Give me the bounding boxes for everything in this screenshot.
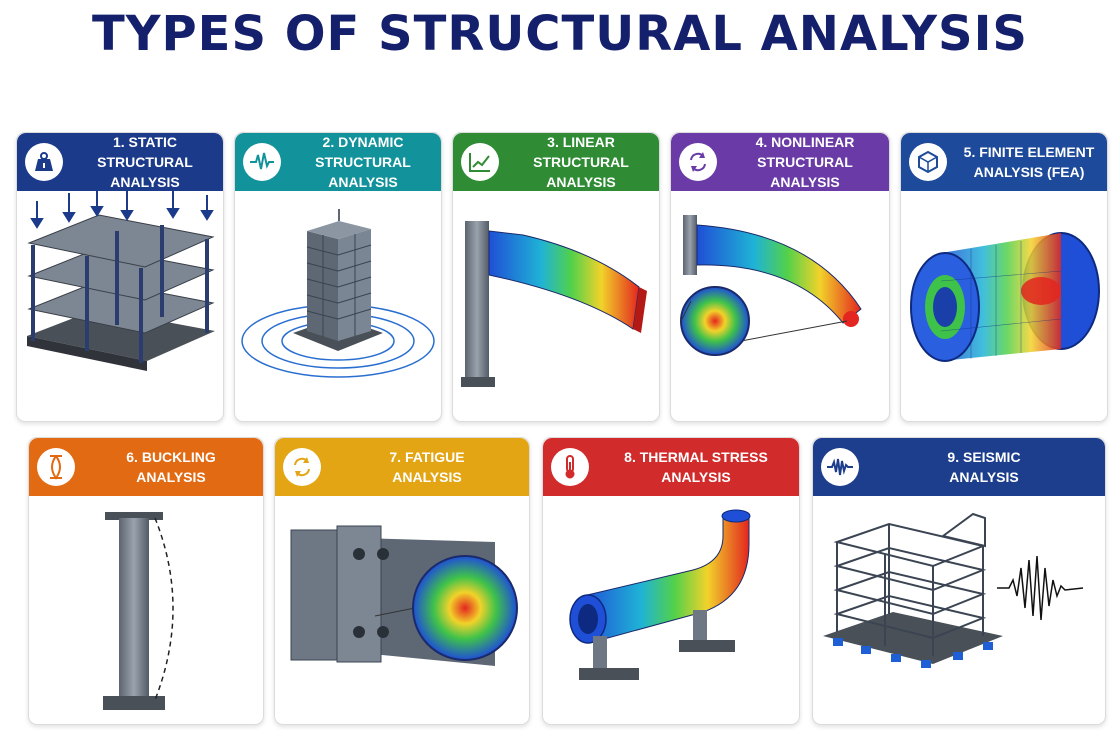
thermal-pipe-illustration (569, 509, 751, 680)
page-title: TYPES OF STRUCTURAL ANALYSIS (92, 6, 1028, 62)
cycle-arrows-icon (679, 143, 717, 181)
fatigue-connection-illustration (290, 525, 518, 666)
wave-pulse-icon (243, 143, 281, 181)
buckling-column-illustration (103, 512, 174, 710)
card-buckling-analysis[interactable]: 6. BUCKLING ANALYSIS (28, 437, 264, 725)
card-title-line2: STRUCTURAL ANALYSIS (533, 154, 629, 190)
card-fea-analysis[interactable]: 5. FINITE ELEMENT ANALYSIS (FEA) (900, 132, 1108, 422)
card-title-line2: STRUCTURAL ANALYSIS (315, 154, 411, 190)
card-nonlinear-analysis[interactable]: 4. NONLINEAR STRUCTURAL ANALYSIS (670, 132, 890, 422)
card-thermal-stress-analysis[interactable]: 8. THERMAL STRESS ANALYSIS (542, 437, 800, 725)
line-chart-icon (461, 143, 499, 181)
fea-part-illustration (910, 232, 1100, 362)
card-title-line1: 9. SEISMIC (947, 449, 1021, 465)
card-static-analysis[interactable]: 1. STATIC STRUCTURAL ANALYSIS (16, 132, 224, 422)
card-title-line1: 4. NONLINEAR (755, 134, 855, 150)
mesh-cube-icon (909, 143, 947, 181)
card-title-line2: STRUCTURAL ANALYSIS (757, 154, 853, 190)
buckling-column-icon (37, 448, 75, 486)
card-title-line1: 8. THERMAL STRESS (624, 449, 768, 465)
linear-beam-illustration (461, 221, 647, 387)
nonlinear-beam-illustration (680, 215, 862, 356)
seismic-building-illustration (823, 512, 1084, 668)
card-seismic-analysis[interactable]: 9. SEISMIC ANALYSIS (812, 437, 1106, 725)
seismic-wave-icon (821, 448, 859, 486)
card-title-line1: 5. FINITE ELEMENT (963, 144, 1095, 160)
card-title-line2: ANALYSIS (661, 469, 731, 485)
card-title-line1: 2. DYNAMIC (322, 134, 404, 150)
dynamic-tower-illustration (241, 209, 435, 378)
card-title-line1: 3. LINEAR (547, 134, 615, 150)
card-linear-analysis[interactable]: 3. LINEAR STRUCTURAL ANALYSIS (452, 132, 660, 422)
card-title-line1: 6. BUCKLING (126, 449, 216, 465)
card-title-line2: ANALYSIS (392, 469, 462, 485)
cycle-arrows-icon (283, 448, 321, 486)
static-frame-illustration (27, 191, 215, 371)
card-header: 1. STATIC STRUCTURAL ANALYSIS (17, 133, 223, 191)
card-title-line1: 7. FATIGUE (389, 449, 465, 465)
card-title-line2: STRUCTURAL ANALYSIS (97, 154, 193, 190)
thermometer-icon (551, 448, 589, 486)
card-title-line1: 1. STATIC (112, 134, 178, 150)
card-dynamic-analysis[interactable]: 2. DYNAMIC STRUCTURAL ANALYSIS (234, 132, 442, 422)
card-fatigue-analysis[interactable]: 7. FATIGUE ANALYSIS (274, 437, 530, 725)
card-title-line2: ANALYSIS (136, 469, 206, 485)
card-title-line2: ANALYSIS (949, 469, 1019, 485)
weight-icon (25, 143, 63, 181)
card-title-line2: ANALYSIS (FEA) (973, 164, 1085, 180)
